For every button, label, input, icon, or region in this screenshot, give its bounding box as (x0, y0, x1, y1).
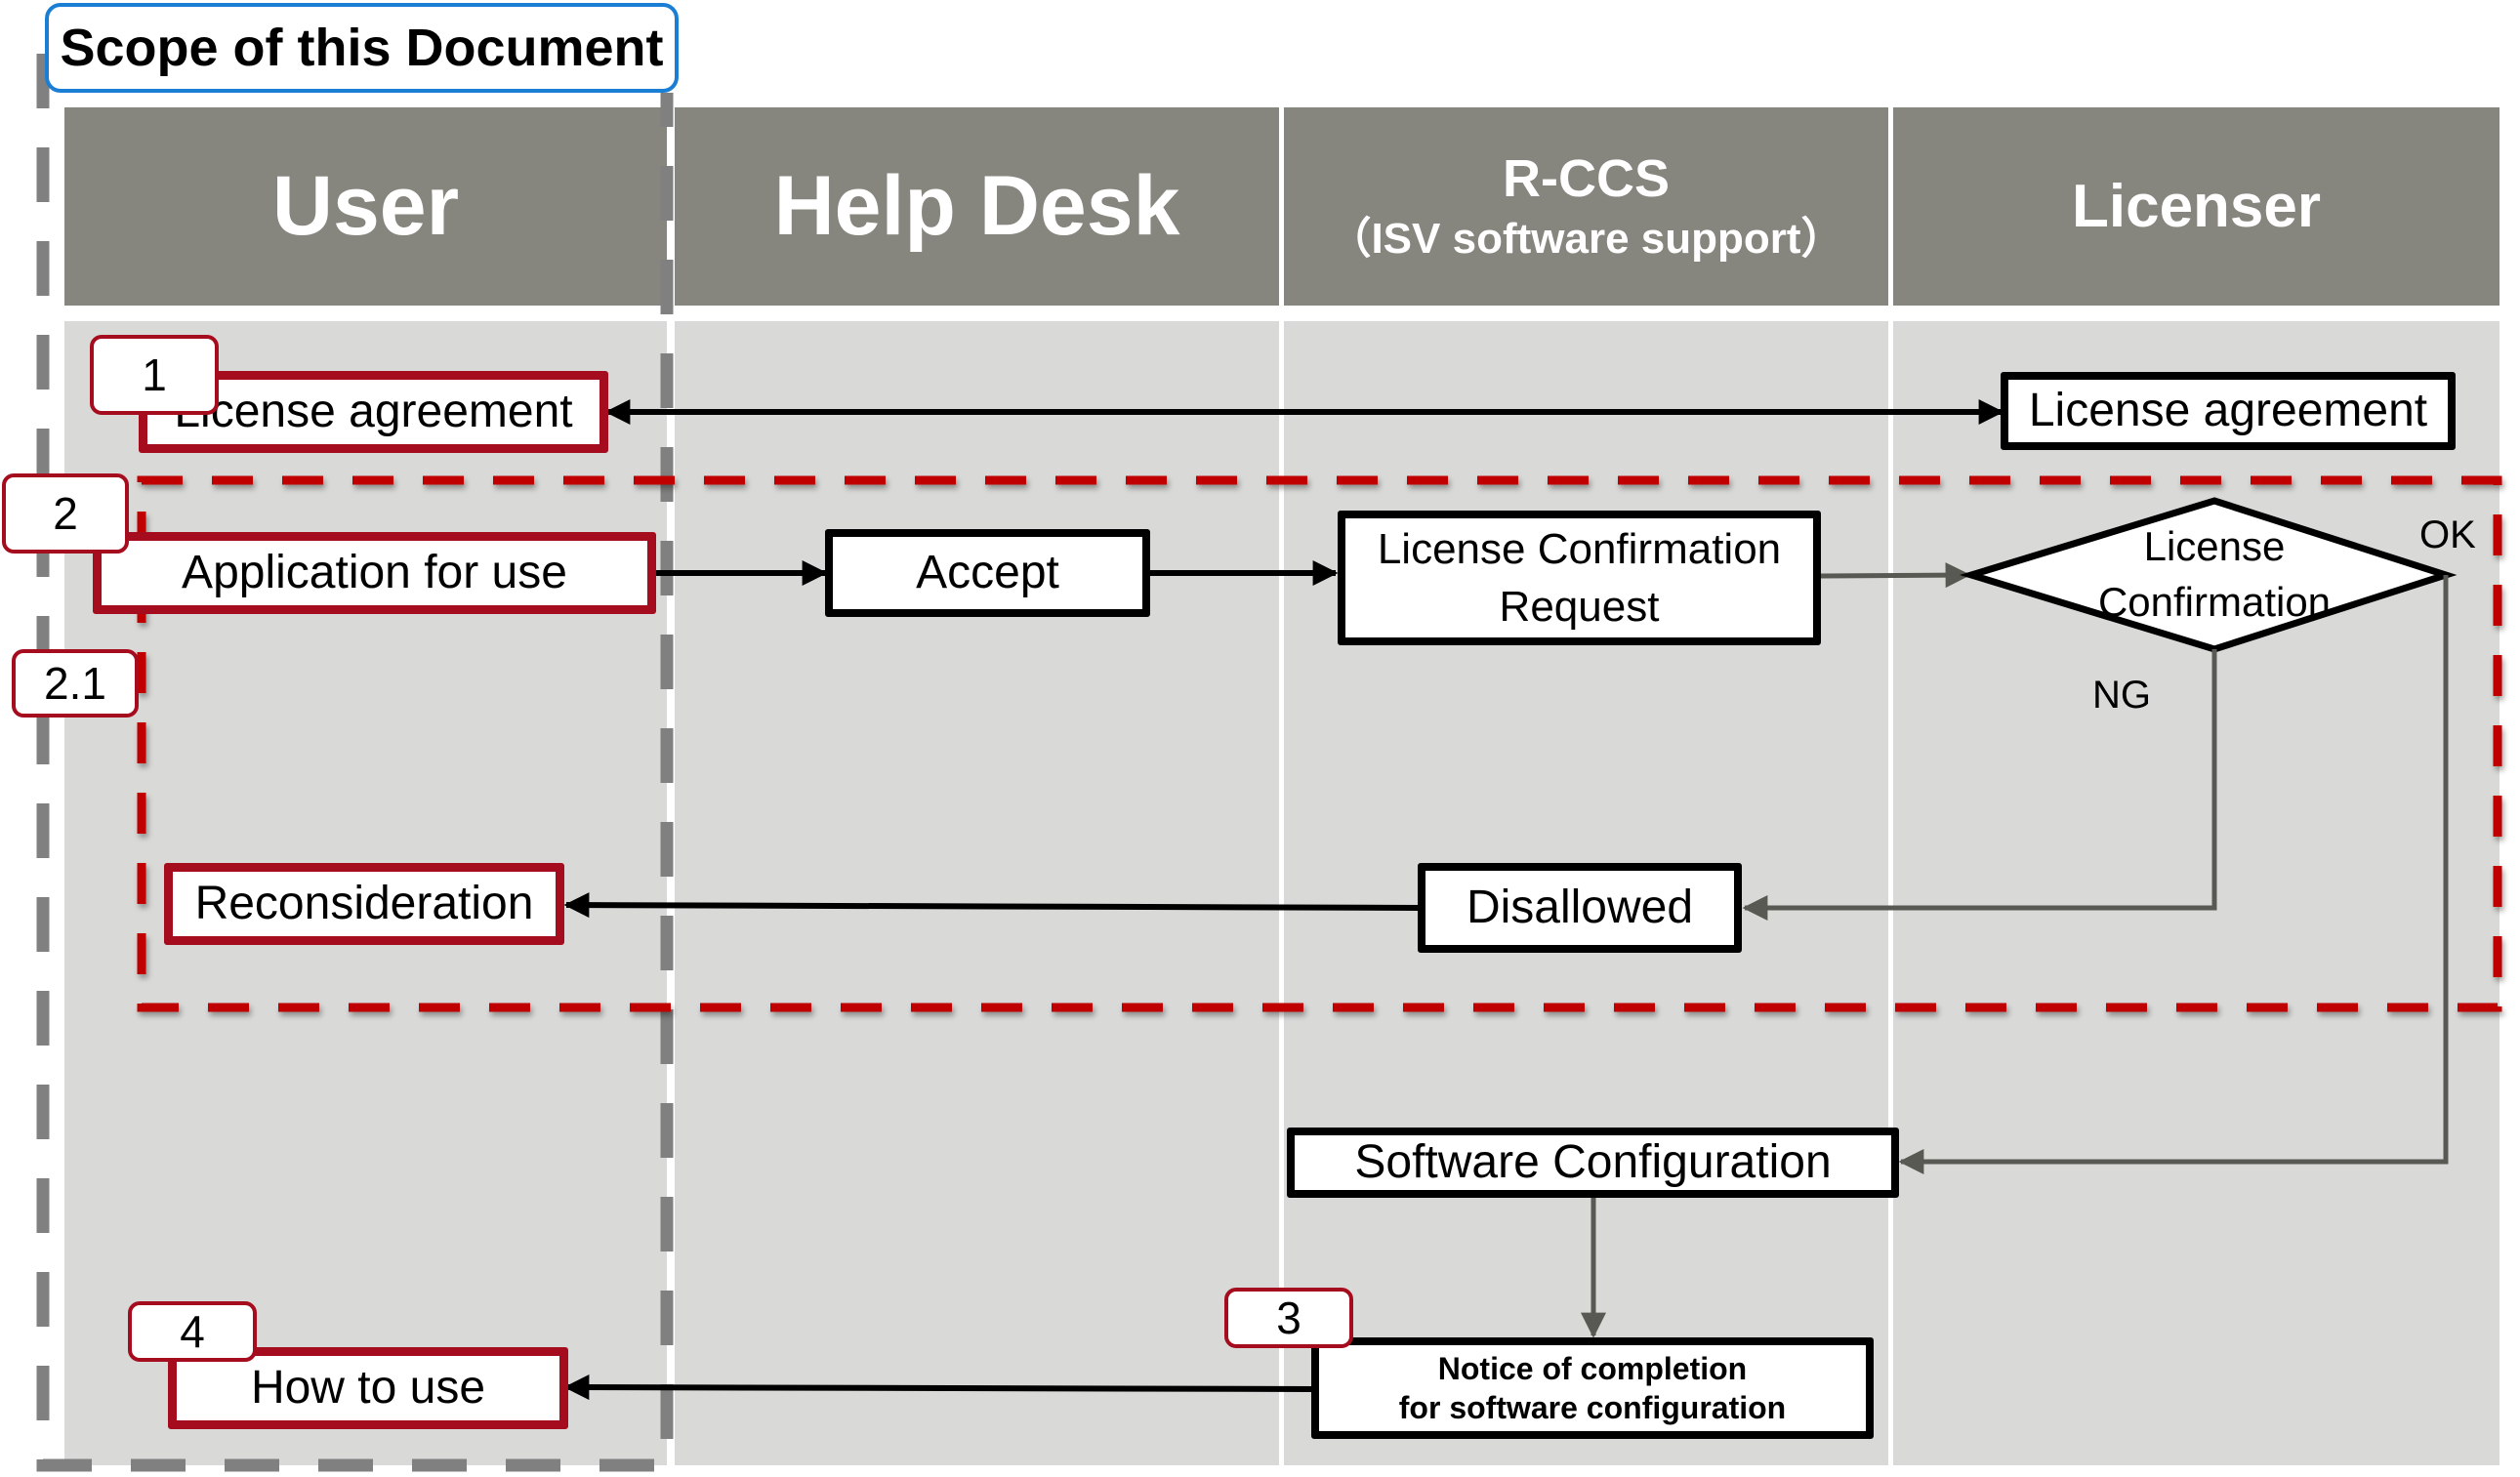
node-label: License agreement (174, 385, 573, 437)
node-label-line-1: License Confirmation (1377, 524, 1782, 573)
node-label-line-2: for software configuration (1398, 1390, 1787, 1425)
lane-body-help-desk (675, 321, 1279, 1465)
node-label: Application for use (182, 546, 567, 598)
node-reconsideration[interactable]: Reconsideration (164, 863, 564, 945)
node-disallowed[interactable]: Disallowed (1418, 863, 1742, 953)
step-badge-4: 4 (128, 1301, 257, 1362)
node-accept[interactable]: Accept (825, 529, 1150, 617)
lane-header-licenser: Licenser (1893, 107, 2499, 306)
node-label: Reconsideration (194, 877, 534, 929)
lane-body-licenser (1893, 321, 2499, 1465)
decision-line-1: License (2143, 523, 2286, 569)
lane-header-rccs: R-CCS （ISV software support） (1284, 107, 1888, 306)
step-number: 2 (53, 488, 78, 539)
step-badge-2-1: 2.1 (12, 649, 139, 718)
node-notice-of-completion[interactable]: Notice of completion for software config… (1311, 1337, 1874, 1439)
node-license-confirmation-request[interactable]: License Confirmation Request (1338, 511, 1821, 645)
lane-title: User (271, 159, 460, 254)
lane-subtitle: （ISV software support） (1328, 215, 1844, 264)
node-software-configuration[interactable]: Software Configuration (1287, 1128, 1899, 1198)
lane-title: Licenser (2071, 172, 2322, 240)
lane-title: R-CCS (1503, 149, 1670, 209)
lane-header-help-desk: Help Desk (675, 107, 1279, 306)
node-label: Accept (916, 546, 1059, 598)
step-number: 3 (1276, 1292, 1301, 1343)
license-confirmation-text: License Confirmation (2031, 519, 2398, 630)
step-number: 4 (180, 1306, 205, 1357)
node-licenser-license-agreement[interactable]: License agreement (2001, 372, 2456, 450)
scope-title: Scope of this Document (45, 3, 679, 93)
ng-label: NG (2092, 674, 2151, 717)
lane-header-user: User (64, 107, 667, 306)
node-label: License agreement (2028, 384, 2428, 436)
node-label: Software Configuration (1354, 1135, 1832, 1188)
node-label-line-2: Request (1499, 583, 1660, 631)
node-label: How to use (250, 1361, 486, 1414)
step-number: 1 (142, 349, 167, 400)
step-badge-1: 1 (90, 335, 219, 415)
step-badge-3: 3 (1224, 1288, 1353, 1348)
step-number: 2.1 (44, 658, 106, 709)
lane-title: Help Desk (773, 159, 1180, 254)
node-application-for-use[interactable]: Application for use (93, 532, 656, 614)
decision-line-2: Confirmation (2097, 578, 2332, 625)
ok-label: OK (2419, 513, 2476, 556)
scope-title-text: Scope of this Document (60, 19, 664, 77)
step-badge-2: 2 (2, 473, 129, 554)
node-label-line-1: Notice of completion (1437, 1351, 1748, 1386)
node-label: Disallowed (1466, 881, 1694, 933)
